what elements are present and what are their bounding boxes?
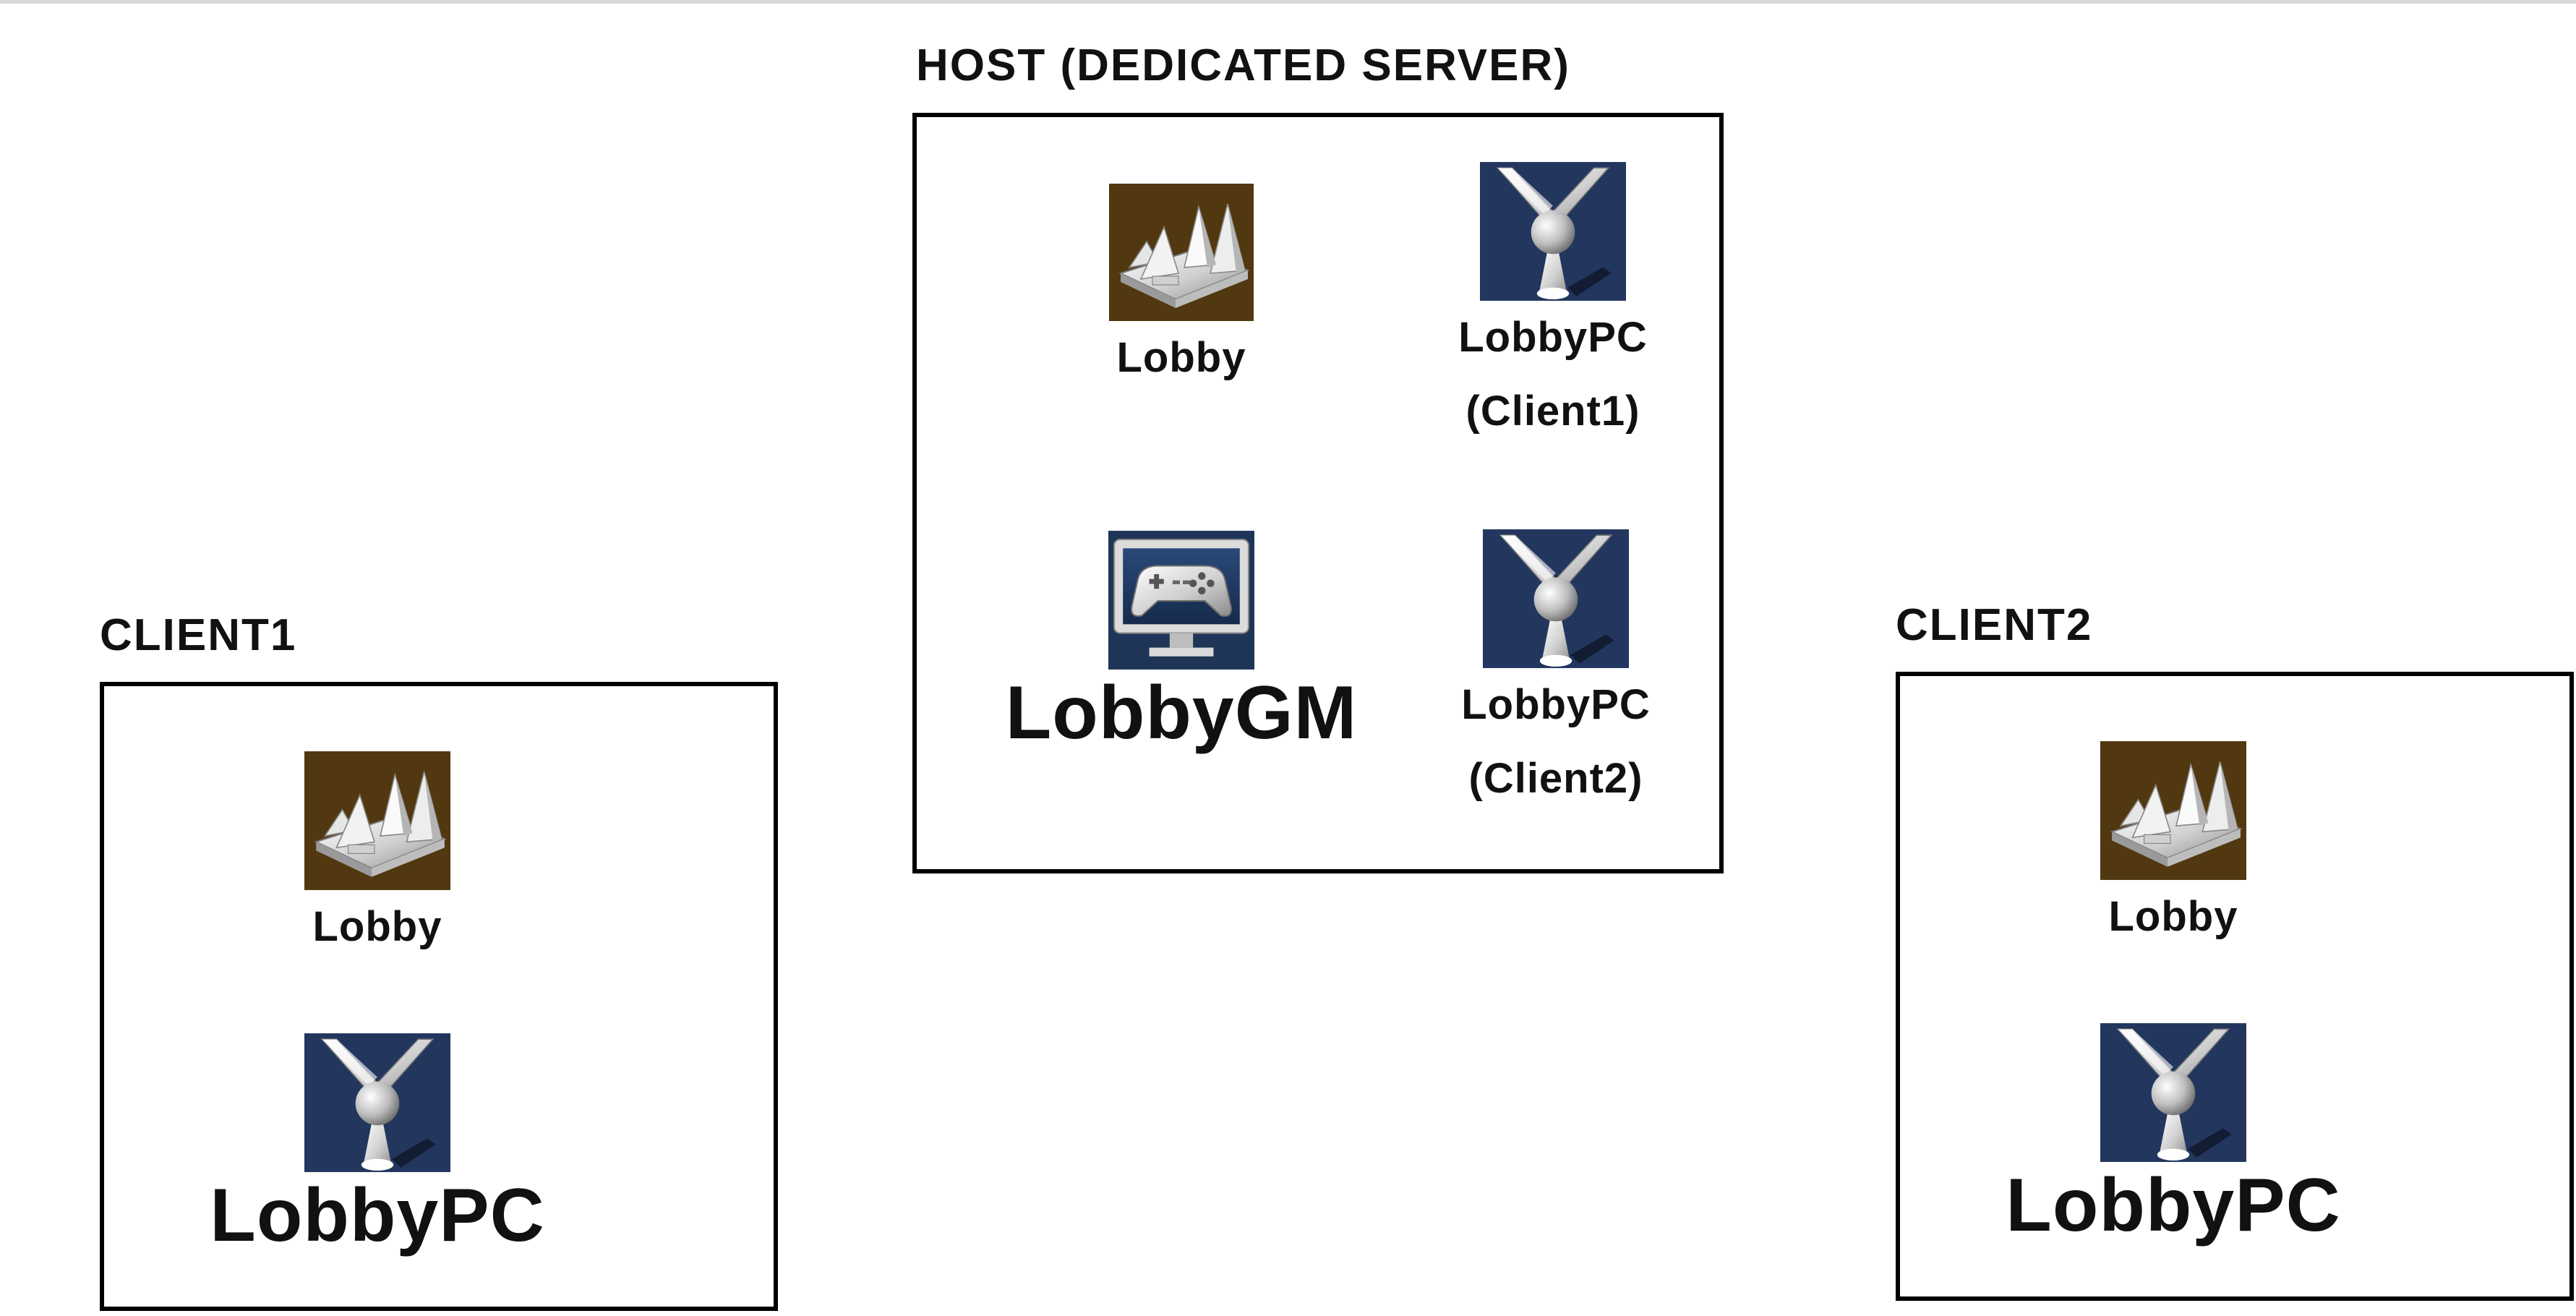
client2-lobbypc-node[interactable]: LobbyPC <box>2006 1023 2341 1249</box>
level-map-icon <box>304 751 450 890</box>
client1-lobby-label: Lobby <box>312 903 442 950</box>
client1-lobbypc-label: LobbyPC <box>210 1174 545 1257</box>
client1-lobbypc-node[interactable]: LobbyPC <box>210 1033 545 1259</box>
host-lobbypc1-label: LobbyPC <box>1458 314 1648 361</box>
host-lobbygm-label: LobbyGM <box>1005 671 1358 755</box>
client2-box: Lobby LobbyPC <box>1896 672 2574 1301</box>
player-controller-icon <box>1480 162 1626 301</box>
game-mode-icon <box>1108 531 1254 670</box>
client2-title: CLIENT2 <box>1896 600 2093 650</box>
client1-title: CLIENT1 <box>100 610 297 660</box>
host-box: Lobby LobbyPC (Client1) LobbyGM LobbyPC … <box>912 113 1724 873</box>
player-controller-icon <box>304 1033 450 1172</box>
client2-lobby-node[interactable]: Lobby <box>2007 741 2340 954</box>
level-map-icon <box>1109 184 1254 321</box>
host-lobbypc-client1-node[interactable]: LobbyPC (Client1) <box>1387 162 1719 448</box>
host-lobby-label: Lobby <box>1116 334 1246 381</box>
host-title: HOST (DEDICATED SERVER) <box>916 40 1570 90</box>
client2-lobby-label: Lobby <box>2108 893 2238 940</box>
host-lobbypc2-sublabel: (Client2) <box>1468 755 1643 802</box>
host-lobby-node[interactable]: Lobby <box>1015 184 1348 395</box>
top-divider <box>0 0 2576 4</box>
host-lobbypc2-label: LobbyPC <box>1461 681 1651 728</box>
client1-lobby-node[interactable]: Lobby <box>211 751 544 964</box>
level-map-icon <box>2100 741 2246 880</box>
host-lobbygm-node[interactable]: LobbyGM <box>1006 531 1356 756</box>
host-lobbypc1-sublabel: (Client1) <box>1465 388 1640 435</box>
player-controller-icon <box>1483 529 1629 668</box>
client2-lobbypc-label: LobbyPC <box>2006 1163 2341 1247</box>
host-lobbypc-client2-node[interactable]: LobbyPC (Client2) <box>1390 529 1722 816</box>
client1-box: Lobby LobbyPC <box>100 682 778 1311</box>
player-controller-icon <box>2100 1023 2246 1162</box>
